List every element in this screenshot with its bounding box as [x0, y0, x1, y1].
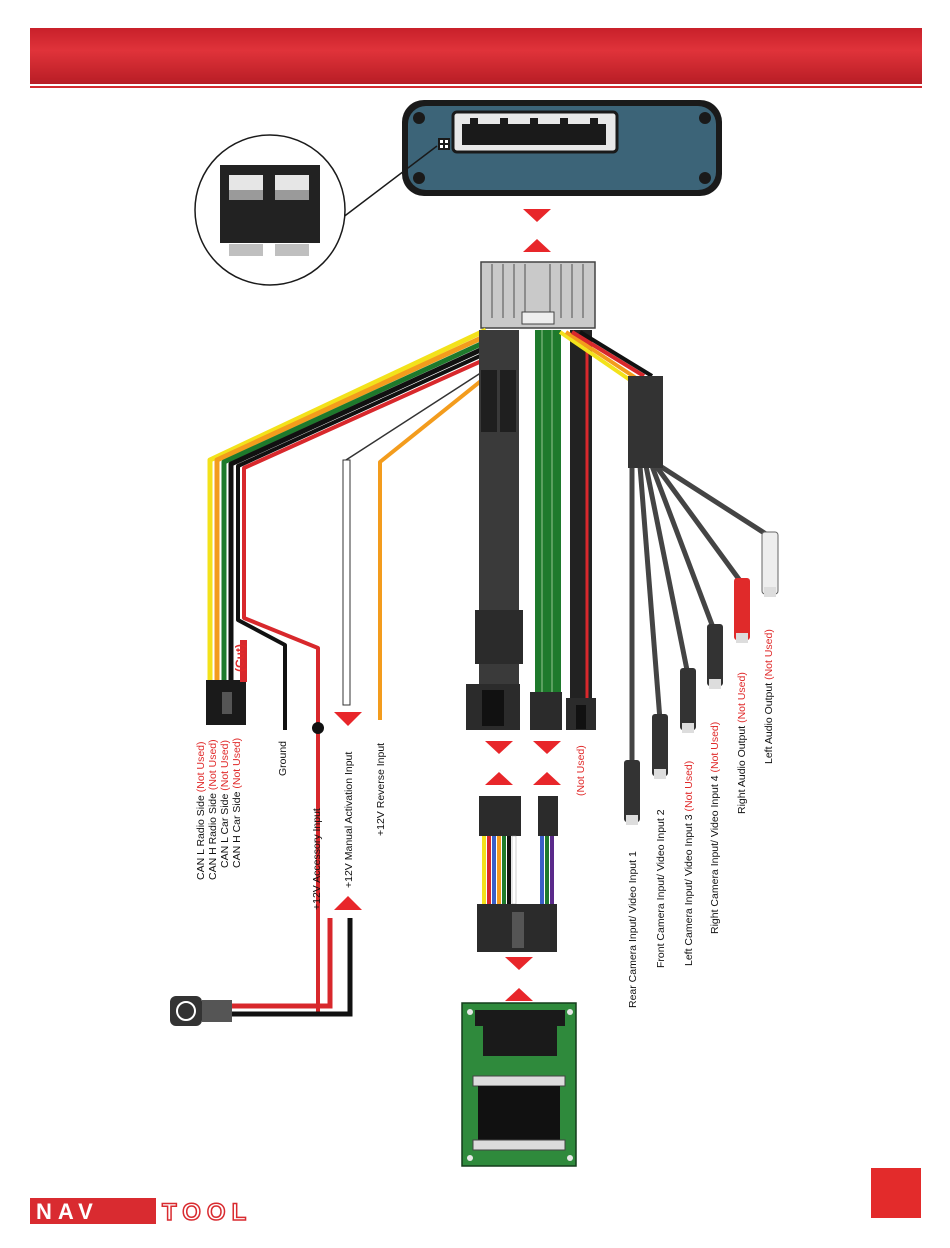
power-lead: [170, 918, 353, 1026]
junction-dot: [312, 722, 324, 734]
svg-text:NAV: NAV: [36, 1199, 99, 1224]
arrow-down-icon: [485, 741, 513, 754]
arrow-down-icon: [505, 957, 533, 970]
video-branch: [558, 330, 771, 770]
can-connector: [206, 640, 247, 725]
arrow-up-icon: [505, 988, 533, 1001]
can-h-car-label: CAN H Car Side (Not Used): [231, 738, 243, 868]
dip-switch-callout: [194, 134, 438, 286]
navtool-logo: NAV TOOL: [30, 1198, 252, 1227]
svg-text:TOOL: TOOL: [162, 1199, 252, 1226]
reverse-input-label: +12V Reverse Input: [375, 743, 387, 836]
right-audio-label: Right Audio Output (Not Used): [736, 672, 748, 814]
rca-right-audio: [734, 578, 750, 643]
front-camera-label: Front Camera Input/ Video Input 2: [655, 809, 667, 968]
rca-right-camera: [707, 624, 723, 689]
can-h-radio-label: CAN H Radio Side (Not Used): [207, 739, 219, 880]
not-used-label: (Not Used): [575, 745, 587, 796]
page-corner-block: [871, 1168, 921, 1218]
left-camera-label: Left Camera Input/ Video Input 3 (Not Us…: [683, 761, 695, 966]
arrow-down-icon: [334, 712, 362, 726]
arrow-up-icon: [334, 896, 362, 910]
rca-left-camera: [680, 668, 696, 733]
arrow-down-icon: [533, 741, 561, 754]
manual-activation-label: +12V Manual Activation Input: [343, 752, 355, 888]
interface-module: [402, 100, 722, 196]
cut-label: (Cut): [233, 644, 247, 672]
header-rule: [30, 86, 922, 88]
arrow-up-icon: [485, 772, 513, 785]
arrow-up-icon: [523, 239, 551, 252]
rca-left-audio: [761, 531, 779, 597]
arrow-up-icon: [533, 772, 561, 785]
rca-front-camera: [652, 714, 668, 779]
center-harness: [466, 330, 596, 730]
can-wires: [207, 327, 514, 1012]
rca-rear-camera: [624, 760, 640, 825]
acc-input-label: +12V Accessory Input: [311, 808, 323, 910]
right-camera-label: Right Camera Input/ Video Input 4 (Not U…: [709, 722, 721, 934]
can-l-car-label: CAN L Car Side (Not Used): [219, 740, 231, 868]
pcb-board: [461, 1002, 577, 1167]
can-l-radio-label: CAN L Radio Side (Not Used): [195, 741, 207, 880]
branch-block: [628, 376, 663, 468]
arrow-down-icon: [523, 209, 551, 222]
adapter-harness: [477, 796, 558, 952]
rca-connectors: [624, 531, 779, 825]
manual-activation-wire: [342, 459, 351, 706]
main-harness-connector: [480, 261, 596, 329]
header-banner: [30, 28, 922, 84]
ground-label: Ground: [277, 741, 289, 776]
rear-camera-label: Rear Camera Input/ Video Input 1: [627, 851, 639, 1008]
left-audio-label: Left Audio Output (Not Used): [763, 629, 775, 764]
